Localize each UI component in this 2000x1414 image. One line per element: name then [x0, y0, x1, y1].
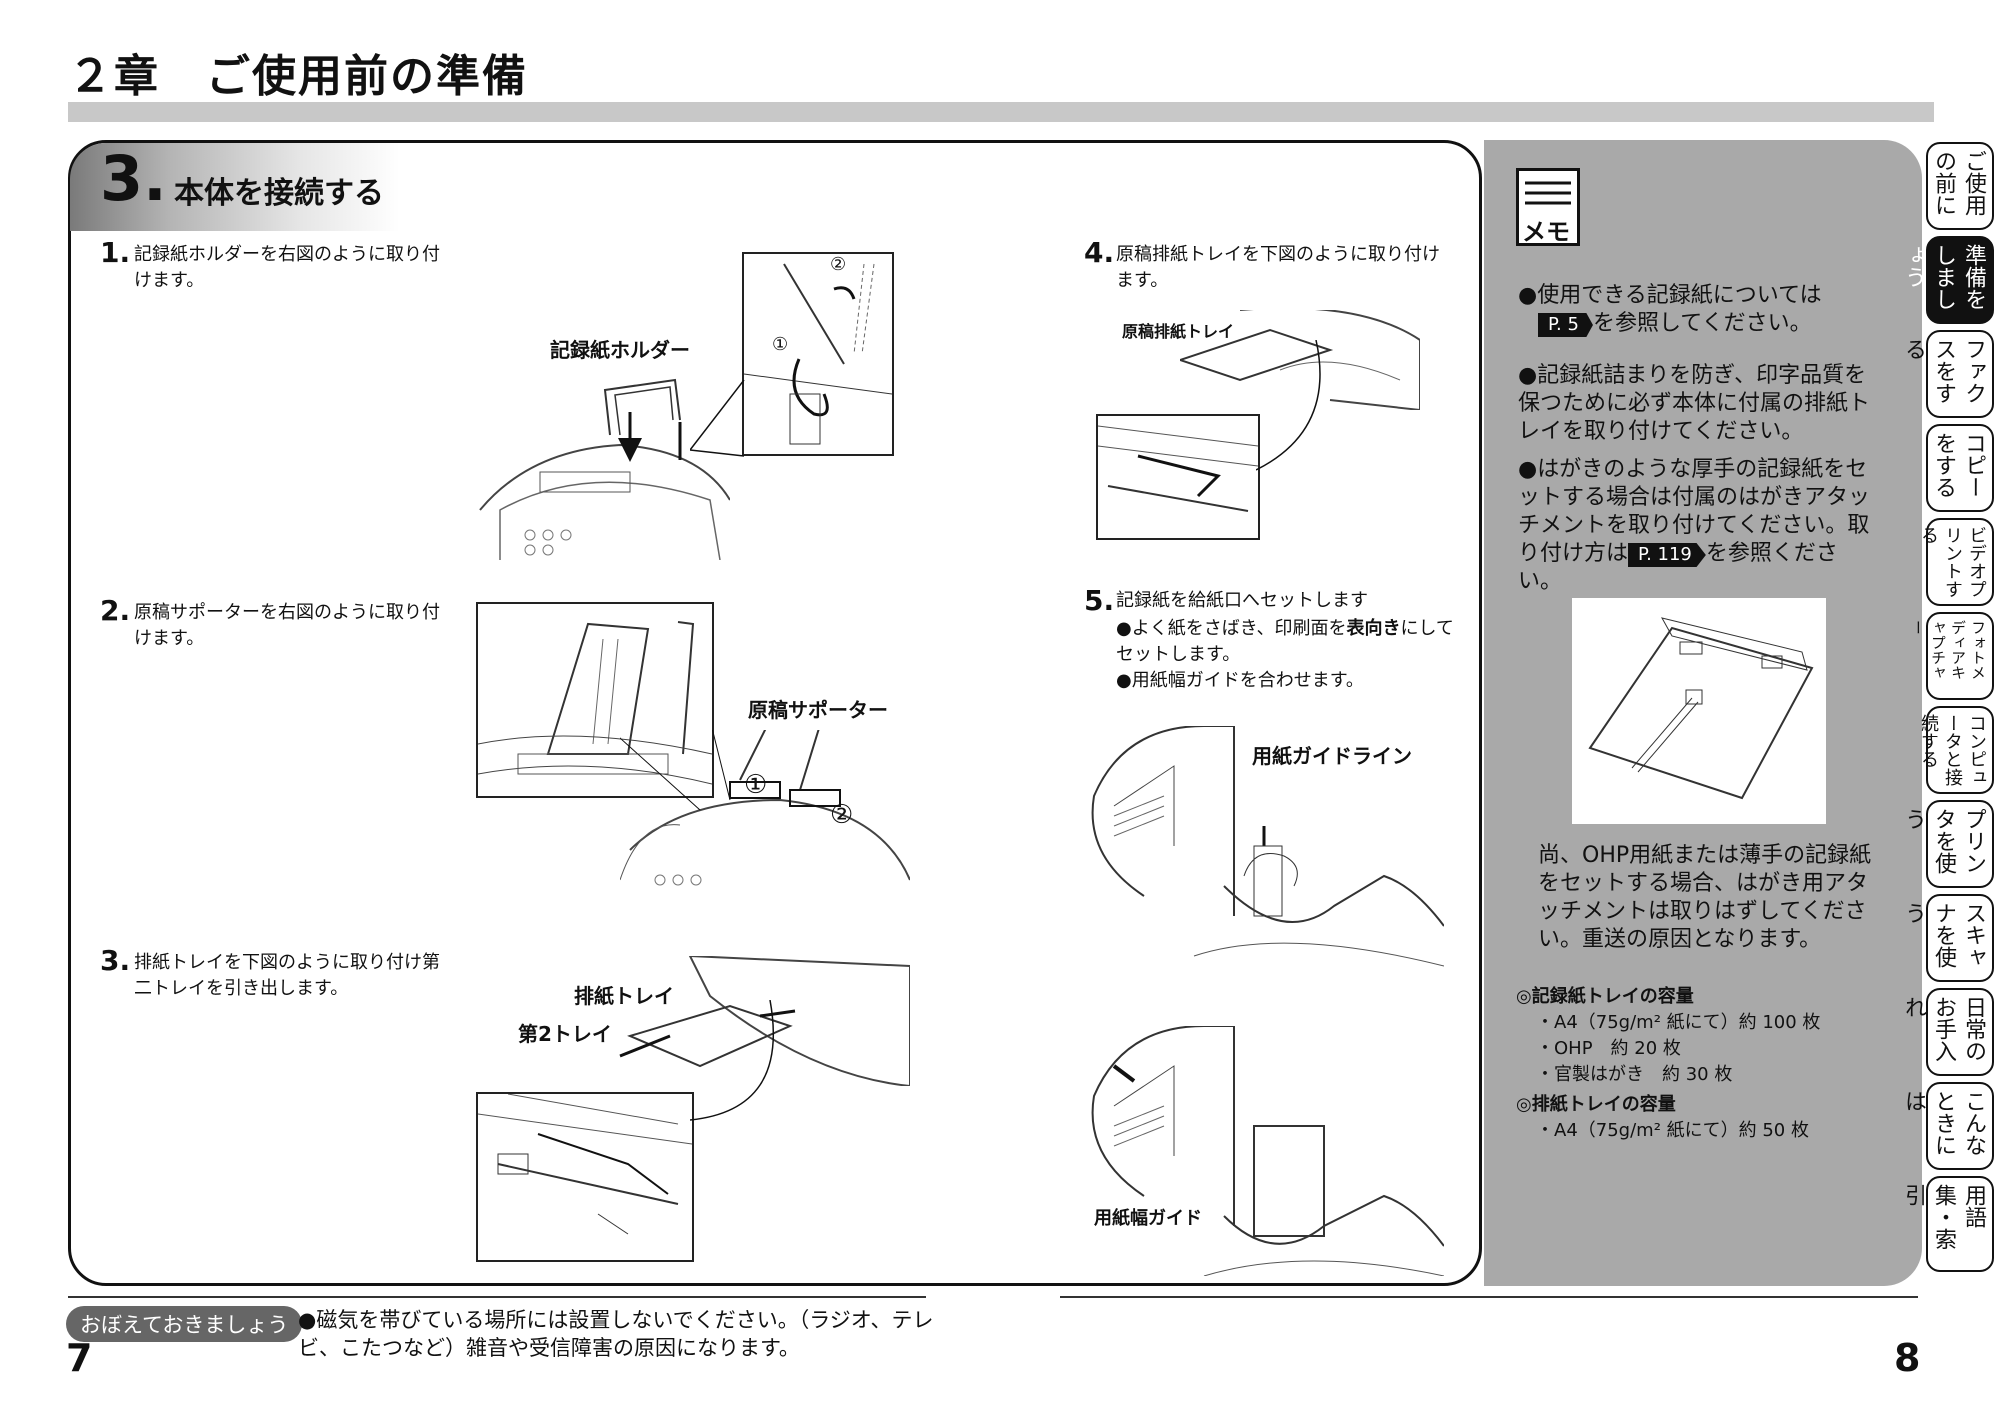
tab-printer[interactable]: プリンタを使う [1901, 800, 1994, 888]
step-2-text: 原稿サポーターを右図のように取り付けます。 [134, 602, 440, 649]
memo-icon [1516, 168, 1580, 246]
output-tray-label: 排紙トレイ [574, 984, 674, 1008]
second-tray-label: 第2トレイ [518, 1022, 612, 1046]
postcard-attachment-figure [1572, 598, 1826, 824]
detail-step-1-marker: ① [772, 334, 789, 355]
step-3-callout-curve [690, 1000, 780, 1140]
memo-note: 尚、OHP用紙または薄手の記録紙をセットする場合、はがき用アタッチメントは取りは… [1538, 843, 1872, 952]
step-2-detail-figure [476, 602, 714, 798]
paper-guideline-label: 用紙ガイドライン [1252, 744, 1412, 768]
section-title: 本体を接続する [174, 176, 384, 211]
tab-scanner[interactable]: スキャナを使う [1901, 894, 1994, 982]
paper-tray-capacity-ohp: ・OHP 約 20 枚 [1536, 1038, 1681, 1059]
step-1-detail-figure: ② ① [742, 252, 894, 456]
tab-glossary-index[interactable]: 用語集・索引 [1901, 1176, 1994, 1272]
step-4-illustration [1180, 310, 1420, 410]
paper-holder-label: 記録紙ホルダー [550, 338, 690, 362]
step-3-number: 3. [100, 944, 131, 977]
tab-video-print[interactable]: ビデオプリントする [1918, 518, 1994, 606]
tab-photo-media-capture[interactable]: フォトメディアキャプチャー [1909, 612, 1994, 700]
step-1-text: 記録紙ホルダーを右図のように取り付けます。 [134, 244, 440, 291]
section-badge [70, 143, 400, 231]
step-4-number: 4. [1084, 236, 1115, 269]
page-number-right: 8 [1894, 1336, 1921, 1380]
tab-preparation[interactable]: 準備をしましょう [1901, 236, 1994, 324]
step-1-number: 1. [100, 236, 131, 269]
paper-tray-capacity-postcard: ・官製はがき 約 30 枚 [1536, 1064, 1733, 1085]
paper-width-guide-label: 用紙幅ガイド [1094, 1208, 1202, 1229]
step-4-detail-figure [1096, 414, 1260, 540]
paper-tray-capacity-a4: ・A4（75g/m² 紙にて）約 100 枚 [1536, 1012, 1821, 1033]
step-5-illustration-top [1084, 726, 1444, 992]
step-3-detail-figure [476, 1092, 694, 1262]
page-ref-p5-link[interactable]: P. 5 [1538, 313, 1593, 337]
step-2-illustration [620, 730, 910, 910]
step-5-illustration-bottom [1084, 1026, 1444, 1276]
section-number: 3. [100, 142, 167, 215]
detail-step-2-marker: ② [830, 254, 847, 275]
step-4-text: 原稿排紙トレイを下図のように取り付けます。 [1116, 244, 1440, 291]
step-5-bullet-2: ●用紙幅ガイドを合わせます。 [1116, 670, 1364, 691]
tab-computer-connect[interactable]: コンピュータと接続する [1918, 706, 1994, 794]
memo-item-2: ●記録紙詰まりを防ぎ、印字品質を保つために必ず本体に付属の排紙トレイを取り付けて… [1518, 363, 1871, 444]
step-1-callout-lines [690, 380, 750, 460]
tab-copy[interactable]: コピーをする [1926, 424, 1994, 512]
memo-item-3: ●はがきのような厚手の記録紙をセットする場合は付属のはがきアタッチメントを取り付… [1518, 457, 1871, 594]
step-3-text: 排紙トレイを下図のように取り付け第二トレイを引き出します。 [134, 952, 440, 999]
chapter-title: ２章 ご使用前の準備 [68, 51, 528, 102]
memo-icon-label: メモ [1522, 218, 1570, 246]
tab-maintenance[interactable]: 日常のお手入れ [1901, 988, 1994, 1076]
supporter-step-1-marker: ① [744, 770, 768, 800]
step-2-number: 2. [100, 594, 131, 627]
output-tray-capacity-a4: ・A4（75g/m² 紙にて）約 50 枚 [1536, 1120, 1809, 1141]
footer-rule-right [1060, 1296, 1918, 1298]
tab-before-use[interactable]: ご使用の前に [1926, 142, 1994, 230]
tab-troubleshooting[interactable]: こんなときには [1901, 1082, 1994, 1170]
step-3-illustration [610, 956, 910, 1086]
step-1-illustration [470, 360, 730, 560]
step-5-number: 5. [1084, 584, 1115, 617]
supporter-step-2-marker: ② [830, 800, 854, 830]
hint-badge: おぼえておきましょう [66, 1306, 303, 1342]
document-output-tray-label: 原稿排紙トレイ [1122, 322, 1235, 341]
output-tray-capacity-title: ◎排紙トレイの容量 [1516, 1094, 1676, 1115]
document-supporter-label: 原稿サポーター [748, 698, 888, 722]
page-number-left: 7 [66, 1336, 93, 1380]
header-bar [68, 102, 1934, 122]
footer-rule-left [68, 1296, 926, 1298]
hint-text: ●磁気を帯びている場所には設置しないでください。（ラジオ、テレビ、こたつなど）雑… [298, 1308, 934, 1360]
step-4-callout-curve [1256, 340, 1336, 480]
step-5-text: 記録紙を給紙口へセットします [1116, 590, 1368, 611]
paper-tray-capacity-title: ◎記録紙トレイの容量 [1516, 986, 1694, 1007]
step-5-bullet-1: ●よく紙をさばき、印刷面を表向きにしてセットします。 [1116, 618, 1454, 665]
tab-fax[interactable]: ファクスをする [1901, 330, 1994, 418]
page-ref-p119-link[interactable]: P. 119 [1628, 543, 1706, 567]
